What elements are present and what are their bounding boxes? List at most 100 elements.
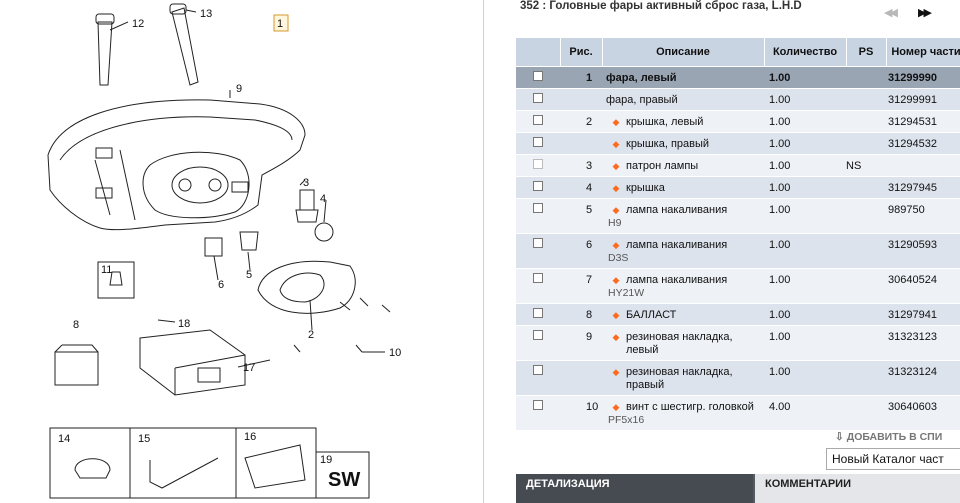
row-checkbox[interactable]: [533, 158, 543, 169]
row-ps: [846, 197, 886, 233]
row-ps: [846, 65, 886, 88]
col-header-select: [516, 38, 561, 66]
row-description-text: резиновая накладка, левый: [626, 330, 733, 356]
row-part-number: 31294531: [886, 109, 960, 132]
row-quantity: 1.00: [764, 131, 846, 154]
callout-18: 18: [178, 318, 190, 330]
row-fig: 4: [560, 175, 602, 198]
sw-label: SW: [328, 469, 360, 491]
row-part-number: 31323123: [886, 324, 960, 360]
callout-17: 17: [243, 362, 255, 374]
row-part-number: [886, 153, 960, 176]
row-checkbox[interactable]: [533, 307, 543, 318]
row-checkbox[interactable]: [533, 272, 543, 283]
callout-5: 5: [246, 269, 252, 281]
row-fig: 5: [560, 197, 602, 233]
row-checkbox[interactable]: [533, 70, 543, 81]
next-page-icon[interactable]: ▶▶: [918, 7, 932, 19]
row-checkbox[interactable]: [533, 329, 543, 340]
row-checkbox[interactable]: [533, 237, 543, 248]
row-ps: [846, 232, 886, 268]
tab-details[interactable]: ДЕТАЛИЗАЦИЯ: [516, 474, 753, 503]
bullet-icon: ◆: [612, 138, 620, 149]
row-description-text: лампа накаливания: [626, 273, 728, 286]
row-description-text: лампа накаливания: [626, 203, 728, 216]
row-description-text: крышка, левый: [626, 115, 704, 128]
bullet-icon: ◆: [612, 401, 620, 412]
row-part-number: 31290593: [886, 232, 960, 268]
row-checkbox[interactable]: [533, 364, 543, 375]
callout-3: 3: [303, 177, 309, 189]
row-quantity: 1.00: [764, 109, 846, 132]
row-ps: [846, 394, 886, 430]
callout-15: 15: [138, 433, 150, 445]
row-part-number: 31299991: [886, 87, 960, 110]
catalog-select[interactable]: Новый Каталог част: [826, 448, 960, 470]
row-checkbox[interactable]: [533, 136, 543, 147]
row-fig: 1: [560, 65, 602, 88]
bullet-icon: ◆: [612, 309, 620, 320]
add-to-list-link[interactable]: ⇩ ДОБАВИТЬ В СПИ: [835, 431, 943, 443]
callout-1[interactable]: 1: [277, 18, 283, 30]
previous-page-icon[interactable]: ◀◀: [884, 7, 898, 19]
row-quantity: 1.00: [764, 87, 846, 110]
row-spec: H9: [608, 216, 622, 229]
row-checkbox[interactable]: [533, 180, 543, 191]
callout-9: 9: [236, 83, 242, 95]
row-ps: [846, 131, 886, 154]
callout-10: 10: [389, 347, 401, 359]
callout-1-box[interactable]: [273, 14, 289, 32]
row-quantity: 1.00: [764, 359, 846, 395]
callout-13: 13: [200, 8, 212, 20]
row-description: ◆ резиновая накладка, левый: [602, 324, 764, 360]
row-checkbox-cell: [516, 232, 560, 268]
tab-comments[interactable]: КОММЕНТАРИИ: [755, 474, 960, 503]
row-description: ◆патрон лампы: [602, 153, 764, 176]
row-checkbox-cell: [516, 394, 560, 430]
row-part-number: 30640603: [886, 394, 960, 430]
table-header-row: Рис. Описание Количество PS Номер части: [516, 38, 960, 66]
row-checkbox-cell: [516, 65, 560, 88]
row-description-text: винт с шестигр. головкой: [626, 400, 754, 413]
row-checkbox[interactable]: [533, 399, 543, 410]
row-part-number: 31297941: [886, 302, 960, 325]
row-checkbox[interactable]: [533, 92, 543, 103]
bottom-tabs: ДЕТАЛИЗАЦИЯ КОММЕНТАРИИ: [516, 474, 960, 503]
row-fig: 8: [560, 302, 602, 325]
bullet-icon: ◆: [612, 160, 620, 171]
row-quantity: 1.00: [764, 232, 846, 268]
row-spec: D3S: [608, 251, 629, 264]
row-quantity: 1.00: [764, 153, 846, 176]
row-description-text: крышка, правый: [626, 137, 710, 150]
bullet-icon: ◆: [612, 331, 620, 342]
bullet-icon: ◆: [612, 204, 620, 215]
callout-6: 6: [218, 279, 224, 291]
page-title: 352 : Головные фары активный сброс газа,…: [520, 0, 802, 12]
col-header-quantity: Количество: [764, 38, 847, 66]
row-description-text: фара, левый: [606, 71, 677, 84]
headlamp-housing: [47, 99, 306, 231]
row-checkbox[interactable]: [533, 202, 543, 213]
row-ps: [846, 302, 886, 325]
bullet-icon: ◆: [612, 116, 620, 127]
row-description: фара, правый: [602, 87, 764, 110]
callout-19: 19: [320, 454, 332, 466]
row-fig: 7: [560, 267, 602, 303]
row-fig: 9: [560, 324, 602, 360]
row-checkbox[interactable]: [533, 114, 543, 125]
row-ps: [846, 324, 886, 360]
